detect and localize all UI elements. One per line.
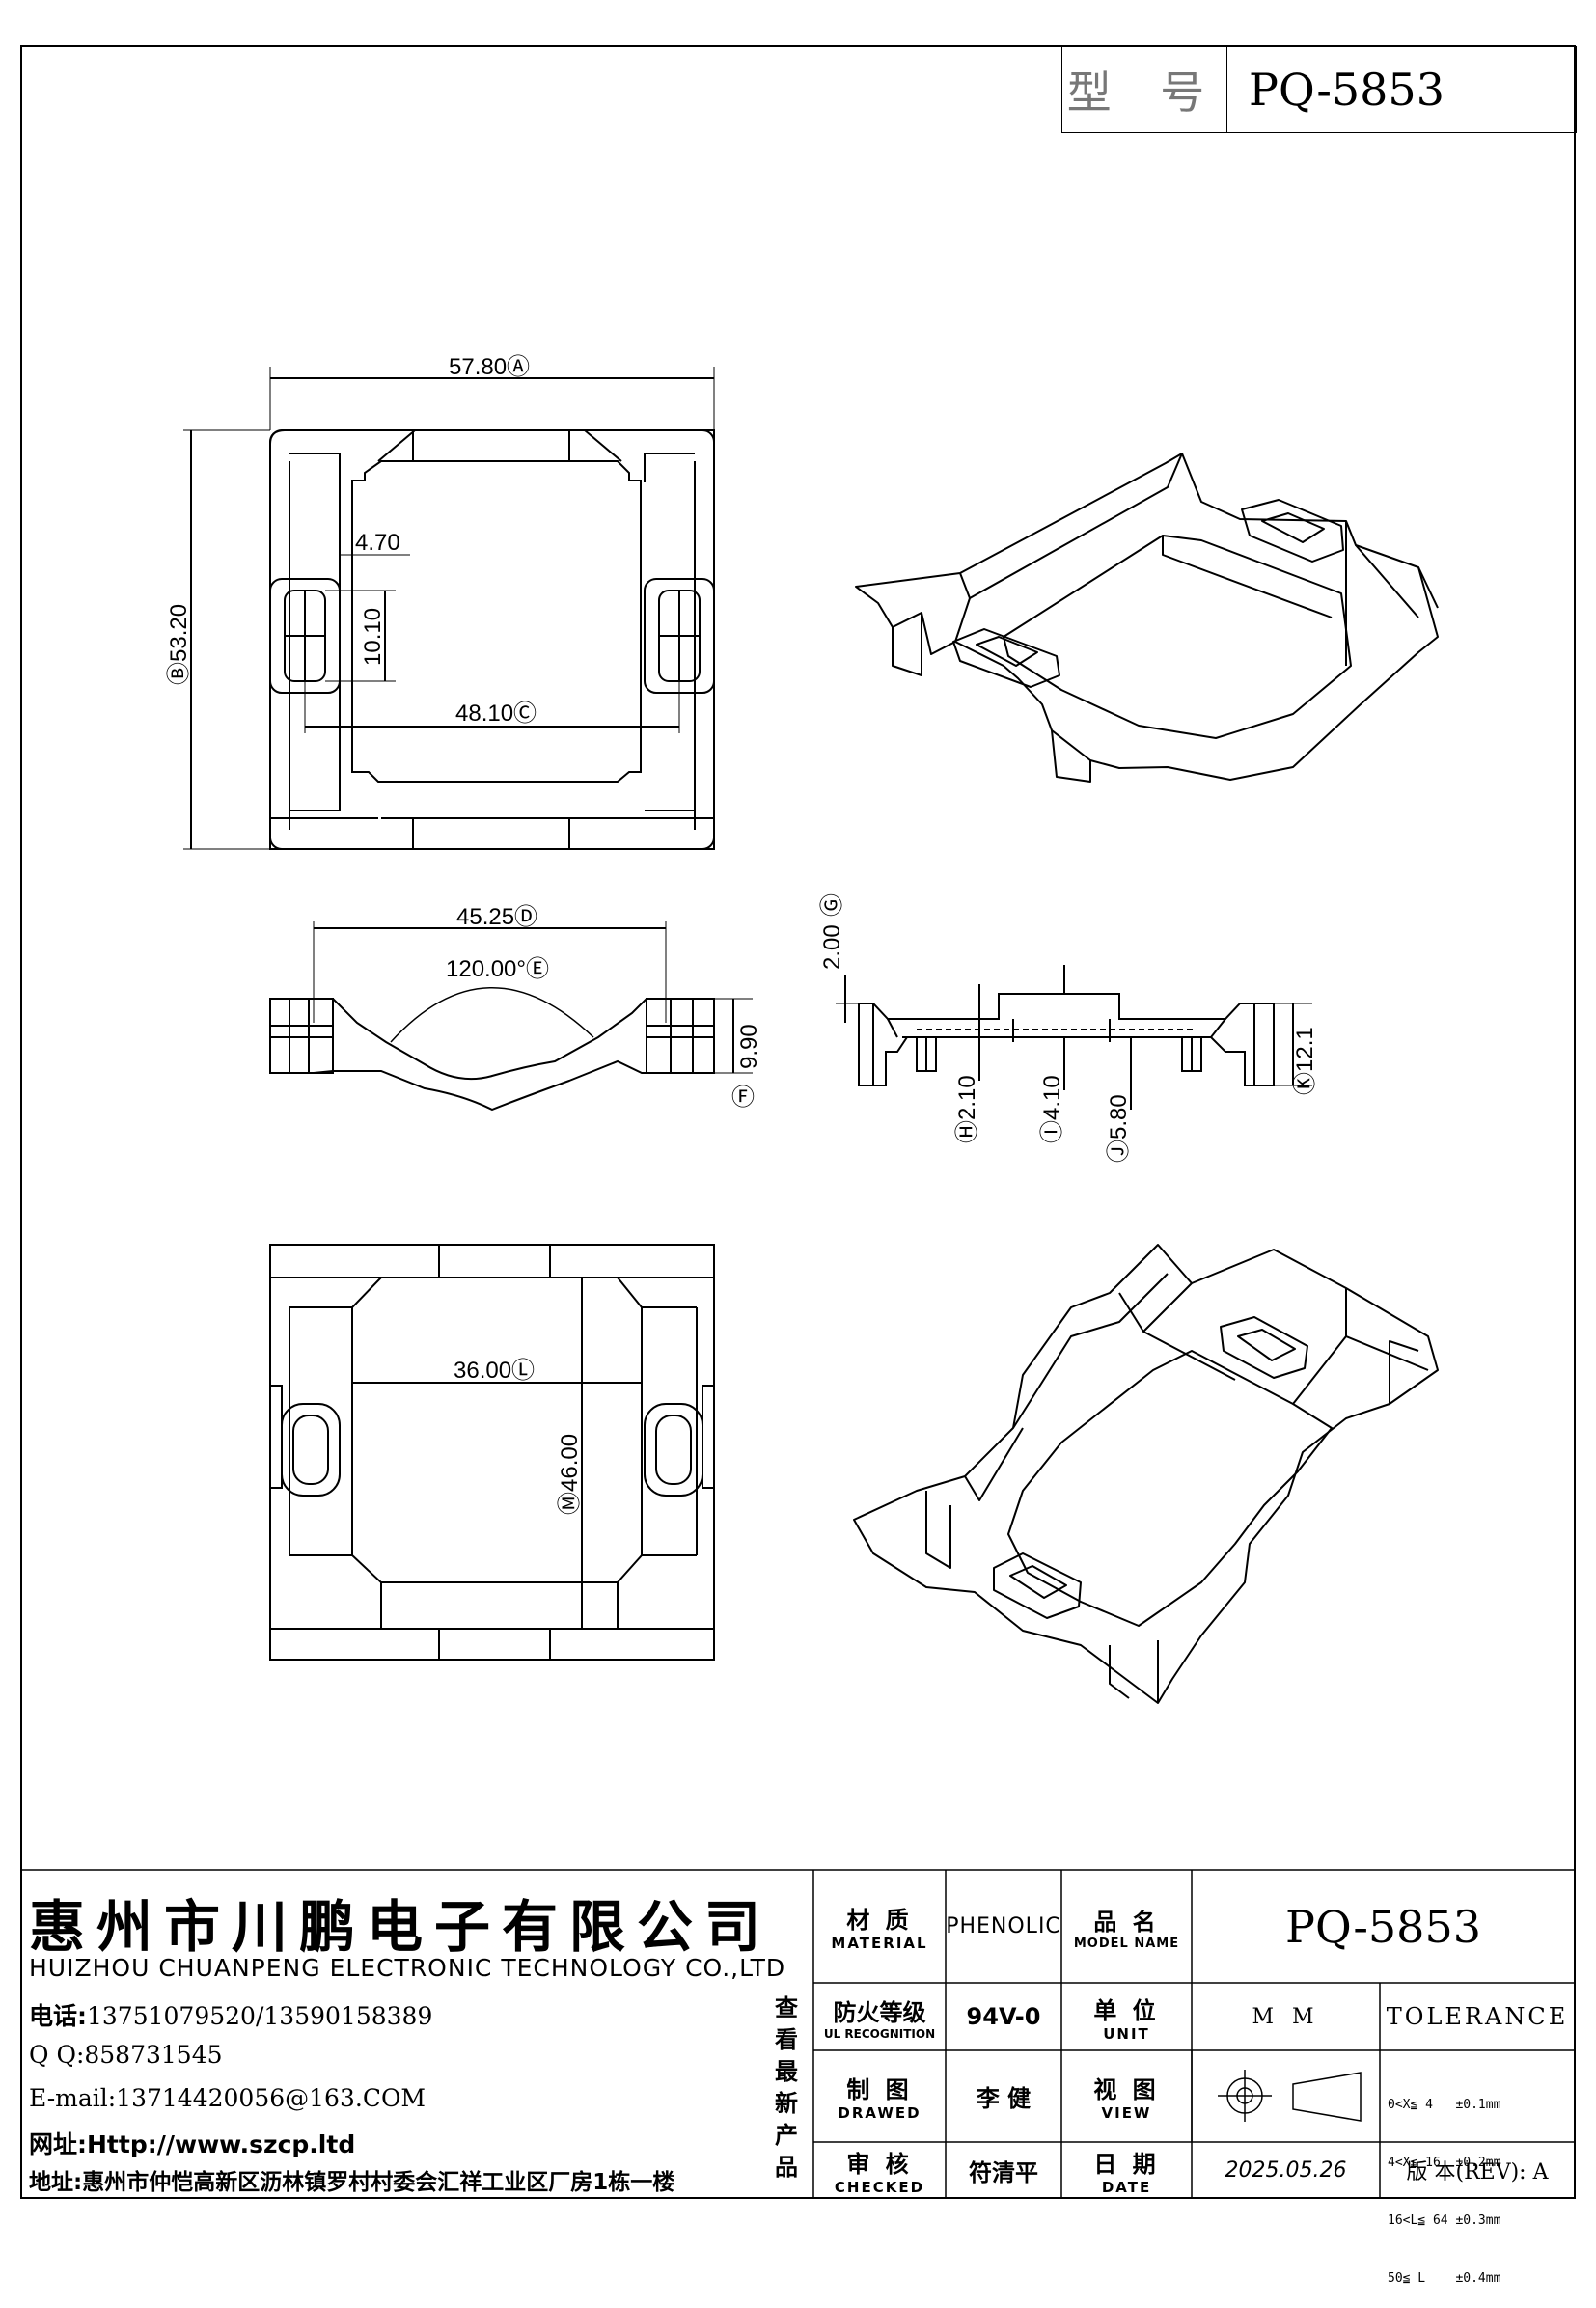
view-label-cell: 视 图 VIEW bbox=[1061, 2050, 1192, 2142]
side-view bbox=[836, 965, 1312, 1110]
model-name-value-cell: PQ-5853 bbox=[1192, 1870, 1575, 1983]
company-qq: Q Q:858731545 bbox=[29, 2041, 223, 2069]
checked-value: 符清平 bbox=[969, 2158, 1038, 2186]
checked-label-cn: 审 核 bbox=[846, 2150, 913, 2178]
company-address: 地址:惠州市仲恺高新区沥林镇罗村村委会汇祥工业区厂房1栋一楼 bbox=[29, 2163, 674, 2196]
web-label: 网址: bbox=[29, 2130, 87, 2158]
model-name-value: PQ-5853 bbox=[1285, 1900, 1481, 1953]
drawn-value: 李 健 bbox=[976, 2085, 1032, 2112]
fire-label-cn: 防火等级 bbox=[833, 1998, 926, 2026]
unit-value: M M bbox=[1252, 2004, 1320, 2029]
material-value: PHENOLIC bbox=[946, 1914, 1061, 1938]
drawn-label-cell: 制 图 DRAWED bbox=[813, 2050, 946, 2142]
dim-j: Ⓙ5.80 bbox=[1106, 1094, 1132, 1163]
material-label-cell: 材 质 MATERIAL bbox=[813, 1870, 946, 1983]
bottom-view bbox=[269, 1244, 715, 1661]
date-value-cell: 2025.05.26 bbox=[1192, 2142, 1380, 2198]
dim-m: Ⓜ46.00 bbox=[557, 1434, 583, 1515]
dim-g: 2.00 bbox=[819, 924, 845, 970]
company-email: E-mail:13714420056@163.COM bbox=[29, 2084, 427, 2112]
dim-i: Ⓘ4.10 bbox=[1039, 1075, 1065, 1143]
dim-1010: 10.10 bbox=[360, 608, 386, 666]
unit-label-en: UNIT bbox=[1103, 2024, 1150, 2043]
title-block-grid bbox=[21, 1869, 1575, 2198]
date-value: 2025.05.26 bbox=[1225, 2157, 1347, 2183]
fire-label-en: UL RECOGNITION bbox=[823, 2026, 936, 2041]
view-label-en: VIEW bbox=[1101, 2104, 1152, 2122]
material-label-cn: 材 质 bbox=[846, 1907, 913, 1934]
company-name-cn: 惠州市川鹏电子有限公司 bbox=[29, 1894, 773, 1960]
unit-label-cell: 单 位 UNIT bbox=[1061, 1983, 1192, 2050]
company-name-en: HUIZHOU CHUANPENG ELECTRONIC TECHNOLOGY … bbox=[29, 1954, 786, 1982]
company-web[interactable]: 网址:Http://www.szcp.ltd bbox=[29, 2126, 355, 2160]
view-label-cn: 视 图 bbox=[1093, 2076, 1160, 2103]
dim-d: 45.25Ⓓ bbox=[456, 904, 537, 930]
checked-label-cell: 审 核 CHECKED bbox=[813, 2142, 946, 2198]
dim-l: 36.00Ⓛ bbox=[454, 1358, 535, 1384]
tolerance-line: 16<L≦ 64 ±0.3mm bbox=[1388, 2213, 1501, 2228]
checked-value-cell: 符清平 bbox=[946, 2142, 1061, 2198]
dim-g-mark: Ⓖ bbox=[819, 893, 845, 917]
material-label-en: MATERIAL bbox=[831, 1935, 928, 1952]
phone-value: 13751079520/13590158389 bbox=[87, 2002, 433, 2030]
fire-value: 94V-0 bbox=[966, 2003, 1041, 2030]
tolerance-line: 0<X≦ 4 ±0.1mm bbox=[1388, 2098, 1501, 2112]
drawn-label-en: DRAWED bbox=[838, 2104, 922, 2122]
date-label-cell: 日 期 DATE bbox=[1061, 2142, 1192, 2198]
unit-value-cell: M M bbox=[1192, 1983, 1380, 2050]
unit-label-cn: 单 位 bbox=[1093, 1996, 1160, 2024]
fire-value-cell: 94V-0 bbox=[946, 1983, 1061, 2050]
fire-label-cell: 防火等级 UL RECOGNITION bbox=[813, 1983, 946, 2050]
tolerance-label: TOLERANCE bbox=[1386, 2003, 1569, 2030]
model-label: 型 号 bbox=[1062, 47, 1227, 132]
drawing-frame: 57.80Ⓐ Ⓑ53.20 48.10Ⓒ 4.70 10.10 45.25Ⓓ 1… bbox=[20, 45, 1576, 2199]
side-note: 查看最新产品 bbox=[775, 1994, 798, 2181]
top-view bbox=[183, 367, 716, 850]
tolerance-label-cell: TOLERANCE bbox=[1380, 1983, 1575, 2050]
iso-view-top bbox=[855, 453, 1439, 783]
dim-a: 57.80Ⓐ bbox=[449, 354, 530, 380]
drawn-value-cell: 李 健 bbox=[946, 2050, 1061, 2142]
tolerance-line: 50≦ L ±0.4mm bbox=[1388, 2271, 1501, 2286]
projection-symbol bbox=[1218, 2070, 1362, 2122]
model-number: PQ-5853 bbox=[1249, 64, 1445, 116]
date-label-en: DATE bbox=[1101, 2178, 1152, 2196]
checked-label-en: CHECKED bbox=[834, 2178, 925, 2196]
dim-470: 4.70 bbox=[355, 530, 400, 556]
model-name-label-cn: 品 名 bbox=[1093, 1908, 1160, 1936]
date-label-cn: 日 期 bbox=[1093, 2150, 1160, 2178]
dim-f-mark: Ⓕ bbox=[731, 1085, 755, 1111]
dim-k: Ⓚ12.1 bbox=[1292, 1027, 1318, 1095]
drawn-label-cn: 制 图 bbox=[846, 2076, 913, 2103]
material-value-cell: PHENOLIC bbox=[946, 1870, 1061, 1983]
revision-cell: 版 本(REV): A bbox=[1380, 2142, 1575, 2198]
addr-label: 地址: bbox=[29, 2170, 83, 2195]
model-name-label-cell: 品 名 MODEL NAME bbox=[1061, 1870, 1192, 1983]
dim-h: Ⓗ2.10 bbox=[954, 1075, 980, 1143]
dim-b: Ⓑ53.20 bbox=[166, 604, 192, 685]
iso-view-bottom bbox=[853, 1244, 1439, 1704]
dim-e: 120.00°Ⓔ bbox=[446, 956, 549, 982]
revision-value: 版 本(REV): A bbox=[1406, 2160, 1549, 2184]
model-name-label-en: MODEL NAME bbox=[1073, 1936, 1180, 1951]
addr-value: 惠州市仲恺高新区沥林镇罗村村委会汇祥工业区厂房1栋一楼 bbox=[82, 2170, 675, 2195]
dim-c: 48.10Ⓒ bbox=[455, 701, 537, 727]
model-header-box: 型 号 PQ-5853 bbox=[1061, 46, 1577, 133]
company-phone: 电话:13751079520/13590158389 bbox=[29, 1997, 432, 2032]
web-link[interactable]: Http://www.szcp.ltd bbox=[87, 2130, 356, 2158]
tolerance-line: 4<X≦ 16 ±0.2mm bbox=[1388, 2156, 1501, 2170]
dim-f: 9.90 bbox=[736, 1024, 762, 1069]
phone-label: 电话: bbox=[29, 2002, 87, 2030]
front-view bbox=[269, 921, 753, 1112]
